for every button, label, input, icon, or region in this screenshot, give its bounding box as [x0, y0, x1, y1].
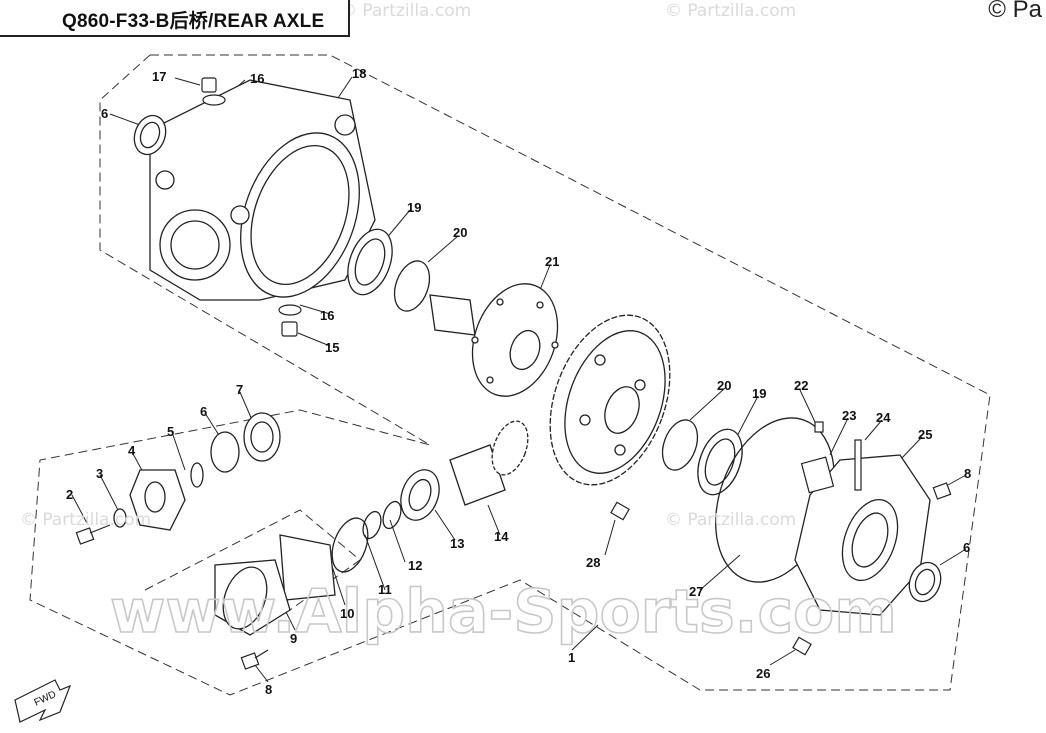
- breather-parts: [800, 421, 862, 494]
- callout-21[interactable]: 21: [545, 254, 559, 269]
- callout-18[interactable]: 18: [352, 66, 366, 81]
- bearing-right: [661, 419, 743, 496]
- callout-11[interactable]: 11: [378, 582, 392, 597]
- page-title: Q860-F33-B后桥/REAR AXLE: [62, 11, 325, 32]
- drain-plugs: [201, 77, 302, 337]
- callout-12[interactable]: 12: [408, 558, 422, 573]
- callout-19-upper[interactable]: 19: [407, 200, 421, 215]
- ring-gear: [549, 314, 671, 486]
- callout-2[interactable]: 2: [66, 487, 73, 502]
- callout-4[interactable]: 4: [128, 443, 136, 458]
- fwd-arrow-icon: FWD: [14, 679, 72, 723]
- housing: [149, 79, 376, 301]
- callout-8-bottom[interactable]: 8: [265, 682, 272, 697]
- copyright-text: © Pa: [988, 0, 1042, 23]
- leader-lines: [71, 76, 967, 683]
- front-housing: [214, 534, 336, 636]
- flange-parts: [113, 412, 281, 531]
- oil-seal-top: [133, 114, 167, 156]
- differential-case: [429, 283, 559, 397]
- partzilla-watermark-3: © Partzilla.com: [340, 1, 471, 21]
- callout-25[interactable]: 25: [918, 427, 932, 442]
- partzilla-watermark-4: © Partzilla.com: [665, 1, 796, 21]
- partzilla-watermark-1: © Partzilla.com: [20, 510, 151, 530]
- callout-19-right[interactable]: 19: [752, 386, 766, 401]
- bearing-upper: [347, 228, 431, 312]
- callout-28[interactable]: 28: [586, 555, 600, 570]
- callout-10[interactable]: 10: [340, 606, 354, 621]
- callout-15[interactable]: 15: [325, 340, 339, 355]
- callouts: 1 2 3 4 5 6 6 6 7 8 8 9 10 11 12 13 14 1…: [66, 66, 971, 697]
- callout-14[interactable]: 14: [494, 529, 509, 544]
- axle-cover: [794, 454, 931, 616]
- callout-20-upper[interactable]: 20: [453, 225, 467, 240]
- callout-26[interactable]: 26: [756, 666, 770, 681]
- callout-17[interactable]: 17: [152, 69, 166, 84]
- callout-7[interactable]: 7: [236, 382, 243, 397]
- callout-27[interactable]: 27: [689, 584, 703, 599]
- callout-6-right[interactable]: 6: [963, 540, 970, 555]
- callout-8-right[interactable]: 8: [964, 466, 971, 481]
- callout-6-flange[interactable]: 6: [200, 404, 207, 419]
- callout-16-top[interactable]: 16: [250, 71, 264, 86]
- callout-13[interactable]: 13: [450, 536, 464, 551]
- callout-23[interactable]: 23: [842, 408, 856, 423]
- callout-24[interactable]: 24: [876, 410, 891, 425]
- callout-6-top[interactable]: 6: [101, 106, 108, 121]
- partzilla-watermark-2: © Partzilla.com: [665, 510, 796, 530]
- callout-16-bottom[interactable]: 16: [320, 308, 334, 323]
- callout-9[interactable]: 9: [290, 631, 297, 646]
- shims: [331, 500, 402, 573]
- callout-3[interactable]: 3: [96, 466, 103, 481]
- callout-20-right[interactable]: 20: [717, 378, 731, 393]
- oil-seal-right: [908, 561, 942, 603]
- callout-1[interactable]: 1: [568, 650, 575, 665]
- callout-5[interactable]: 5: [167, 424, 174, 439]
- alpha-sports-watermark: www.Alpha-Sports.com: [110, 577, 897, 647]
- pinion-gear: [400, 420, 529, 521]
- title-box: Q860-F33-B后桥/REAR AXLE: [0, 0, 350, 37]
- callout-22[interactable]: 22: [794, 378, 808, 393]
- bolts: [75, 482, 952, 670]
